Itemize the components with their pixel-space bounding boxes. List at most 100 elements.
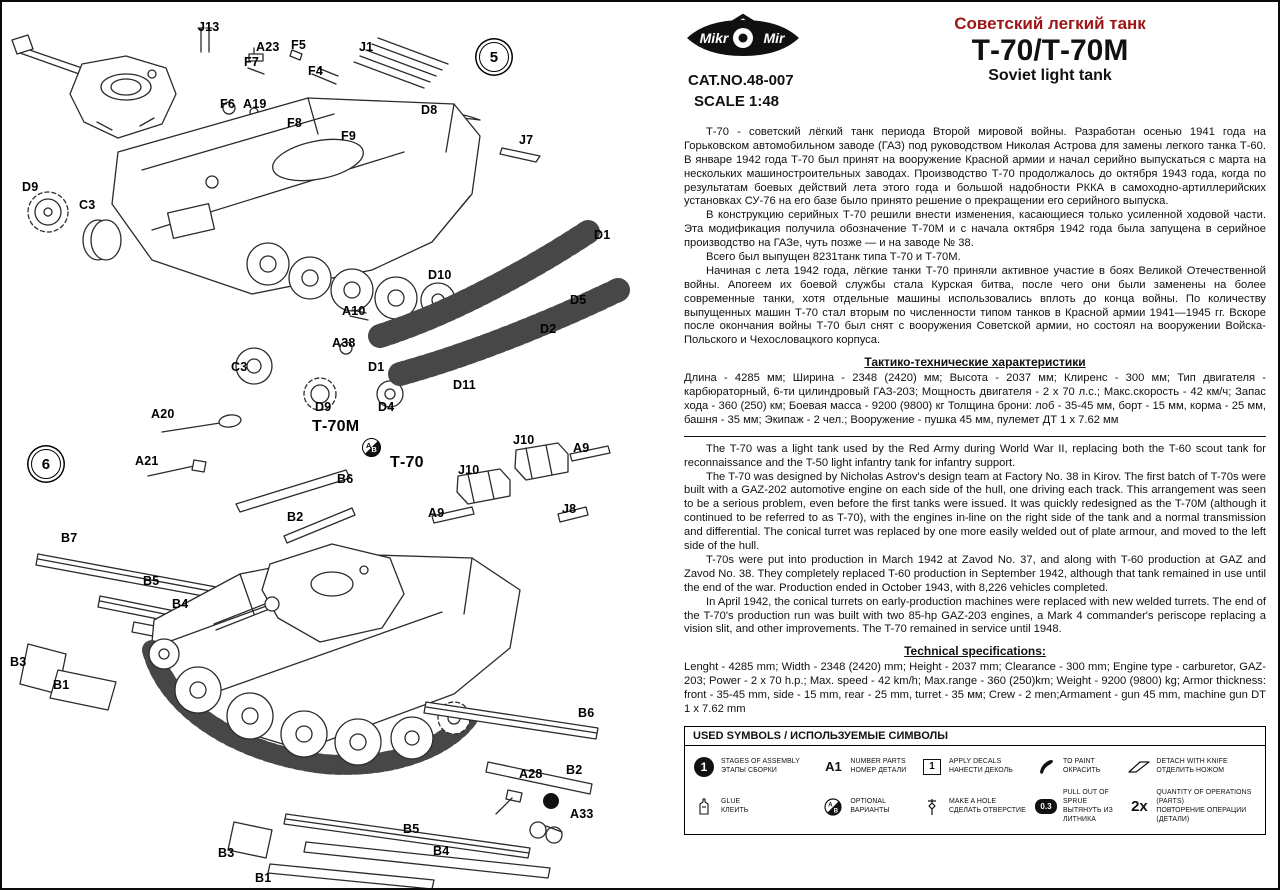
optional-ab-icon: A B (822, 798, 844, 816)
english-paragraph: The T-70 was a light tank used by the Re… (684, 442, 1266, 469)
english-paragraph: The T-70 was designed by Nicholas Astrov… (684, 470, 1266, 553)
part-label: A10 (342, 304, 366, 318)
part-label: D1 (368, 360, 385, 374)
symbol-pull-out-of-sprue: 0.3 PULL OUT OF SPRUE ВЫТЯНУТЬ ИЗ ЛИТНИК… (1035, 789, 1122, 825)
part-label: C3 (79, 198, 96, 212)
sheet-header: Mikr Mir Советский легкий танк Т-70/Т-70… (684, 10, 1266, 120)
part-label: J10 (458, 463, 480, 477)
mikromir-logo: Mikr Mir (684, 12, 802, 67)
sprue-icon: 0.3 (1035, 799, 1057, 815)
decal-icon: 1 (921, 758, 943, 775)
part-label: B1 (255, 871, 272, 885)
symbols-grid: 1 STAGES OF ASSEMBLY ЭТАПЫ СБОРКИ A1 NUM… (685, 746, 1265, 834)
part-label: A20 (151, 407, 175, 421)
diagram-step6 (19, 414, 611, 888)
symbol-to-paint: TO PAINT ОКРАСИТЬ (1035, 754, 1122, 780)
part-label: D9 (315, 400, 332, 414)
symbol-stages-of-assembly: 1 STAGES OF ASSEMBLY ЭТАПЫ СБОРКИ (693, 754, 816, 780)
part-label: J8 (562, 502, 577, 516)
part-number-icon: A1 (825, 759, 842, 775)
symbol-optional: A B OPTIONAL ВАРИАНТЫ (822, 789, 915, 825)
part-label: Т-70 (390, 454, 424, 471)
catalog-number: CAT.NO.48-007 (688, 72, 794, 89)
russian-specs-title: Тактико-технические характеристики (864, 355, 1086, 370)
brand-right: Mir (764, 30, 787, 46)
part-label: F8 (287, 116, 302, 130)
symbol-make-a-hole: MAKE A HOLE СДЕЛАТЬ ОТВЕРСТИЕ (921, 789, 1029, 825)
kit-model-title: Т-70/Т-70М (971, 34, 1129, 67)
part-label: J13 (198, 20, 220, 34)
part-label: B6 (337, 472, 354, 486)
part-label: D9 (22, 180, 39, 194)
part-label: B2 (287, 510, 304, 524)
part-label: A33 (570, 807, 594, 821)
symbol-number-parts: A1 NUMBER PARTS НОМЕР ДЕТАЛИ (822, 754, 915, 780)
part-label: A38 (332, 336, 356, 350)
stage-number-icon: 1 (693, 756, 715, 777)
symbol-glue: GLUE КЛЕИТЬ (693, 789, 816, 825)
part-label: D11 (453, 378, 476, 392)
part-label: D5 (570, 293, 587, 307)
part-label: A9 (573, 441, 590, 455)
title-russian: Советский легкий танк (954, 14, 1146, 33)
knife-icon (1128, 760, 1151, 774)
english-specs: Lenght - 4285 mm; Width - 2348 (2420) mm… (684, 661, 1266, 715)
symbol-detach-with-knife: DETACH WITH KNIFE ОТДЕЛИТЬ НОЖОМ (1128, 754, 1257, 780)
info-panel: Mikr Mir Советский легкий танк Т-70/Т-70… (676, 6, 1276, 888)
part-label: A21 (135, 454, 159, 468)
symbol-quantity-of-operations: 2x QUANTITY OF OPERATIONS (PARTS) ПОВТОР… (1128, 789, 1257, 825)
svg-text:A: A (829, 802, 834, 808)
times-icon: 2x (1131, 798, 1148, 816)
step-number: 6 (31, 449, 61, 479)
catalog-block: CAT.NO.48-007 SCALE 1:48 (688, 72, 794, 110)
part-label: J7 (519, 133, 534, 147)
part-label: C3 (231, 360, 248, 374)
russian-specs: Длина - 4285 мм; Ширина - 2348 (2420) мм… (684, 372, 1266, 426)
scale-label: SCALE 1:48 (694, 93, 780, 110)
part-label: A28 (519, 767, 543, 781)
part-label: D8 (421, 103, 438, 117)
part-label: B2 (566, 763, 583, 777)
part-label: B1 (53, 678, 70, 692)
part-label: B3 (218, 846, 235, 860)
part-label: B6 (578, 706, 595, 720)
step-number: 5 (479, 42, 509, 72)
part-label: A19 (243, 97, 267, 111)
part-label: B5 (403, 822, 420, 836)
paint-brush-icon (1035, 759, 1057, 775)
part-label: B5 (143, 574, 160, 588)
part-label: F5 (291, 38, 306, 52)
part-label: B4 (433, 844, 450, 858)
russian-history-text: Т-70 - советский лёгкий танк периода Вто… (684, 126, 1266, 348)
used-symbols-legend: USED SYMBOLS / ИСПОЛЬЗУЕМЫЕ СИМВОЛЫ 1 ST… (684, 725, 1266, 835)
part-label: F4 (308, 64, 323, 78)
symbol-apply-decals: 1 APPLY DECALS НАНЕСТИ ДЕКОЛЬ (921, 754, 1029, 780)
russian-paragraph: Начиная с лета 1942 года, лёгкие танки Т… (684, 264, 1266, 347)
russian-paragraph: Т-70 - советский лёгкий танк периода Вто… (684, 126, 1266, 208)
part-label: F6 (220, 97, 235, 111)
symbols-legend-title: USED SYMBOLS / ИСПОЛЬЗУЕМЫЕ СИМВОЛЫ (685, 727, 1265, 746)
part-label: F9 (341, 129, 356, 143)
english-paragraph: T-70s were put into production in March … (684, 553, 1266, 594)
part-label: D1 (594, 228, 611, 242)
part-label: D2 (540, 322, 557, 336)
english-paragraph: In April 1942, the conical turrets on ea… (684, 595, 1266, 636)
part-label: J1 (359, 40, 374, 54)
part-label: J10 (513, 433, 535, 447)
part-label: A23 (256, 40, 280, 54)
title-english: Soviet light tank (988, 66, 1112, 84)
part-label: Т-70М (312, 418, 360, 435)
section-divider (684, 435, 1266, 437)
part-label: B3 (10, 655, 27, 669)
tank-exploded-diagram (11, 27, 630, 888)
title-block: Советский легкий танк Т-70/Т-70М Soviet … (834, 14, 1266, 85)
svg-text:B: B (834, 808, 839, 814)
part-label: A9 (428, 506, 445, 520)
part-label: B4 (172, 597, 189, 611)
russian-paragraph: Всего был выпущен 8231танк типа Т-70 и Т… (706, 251, 961, 264)
part-label: D4 (378, 400, 395, 414)
